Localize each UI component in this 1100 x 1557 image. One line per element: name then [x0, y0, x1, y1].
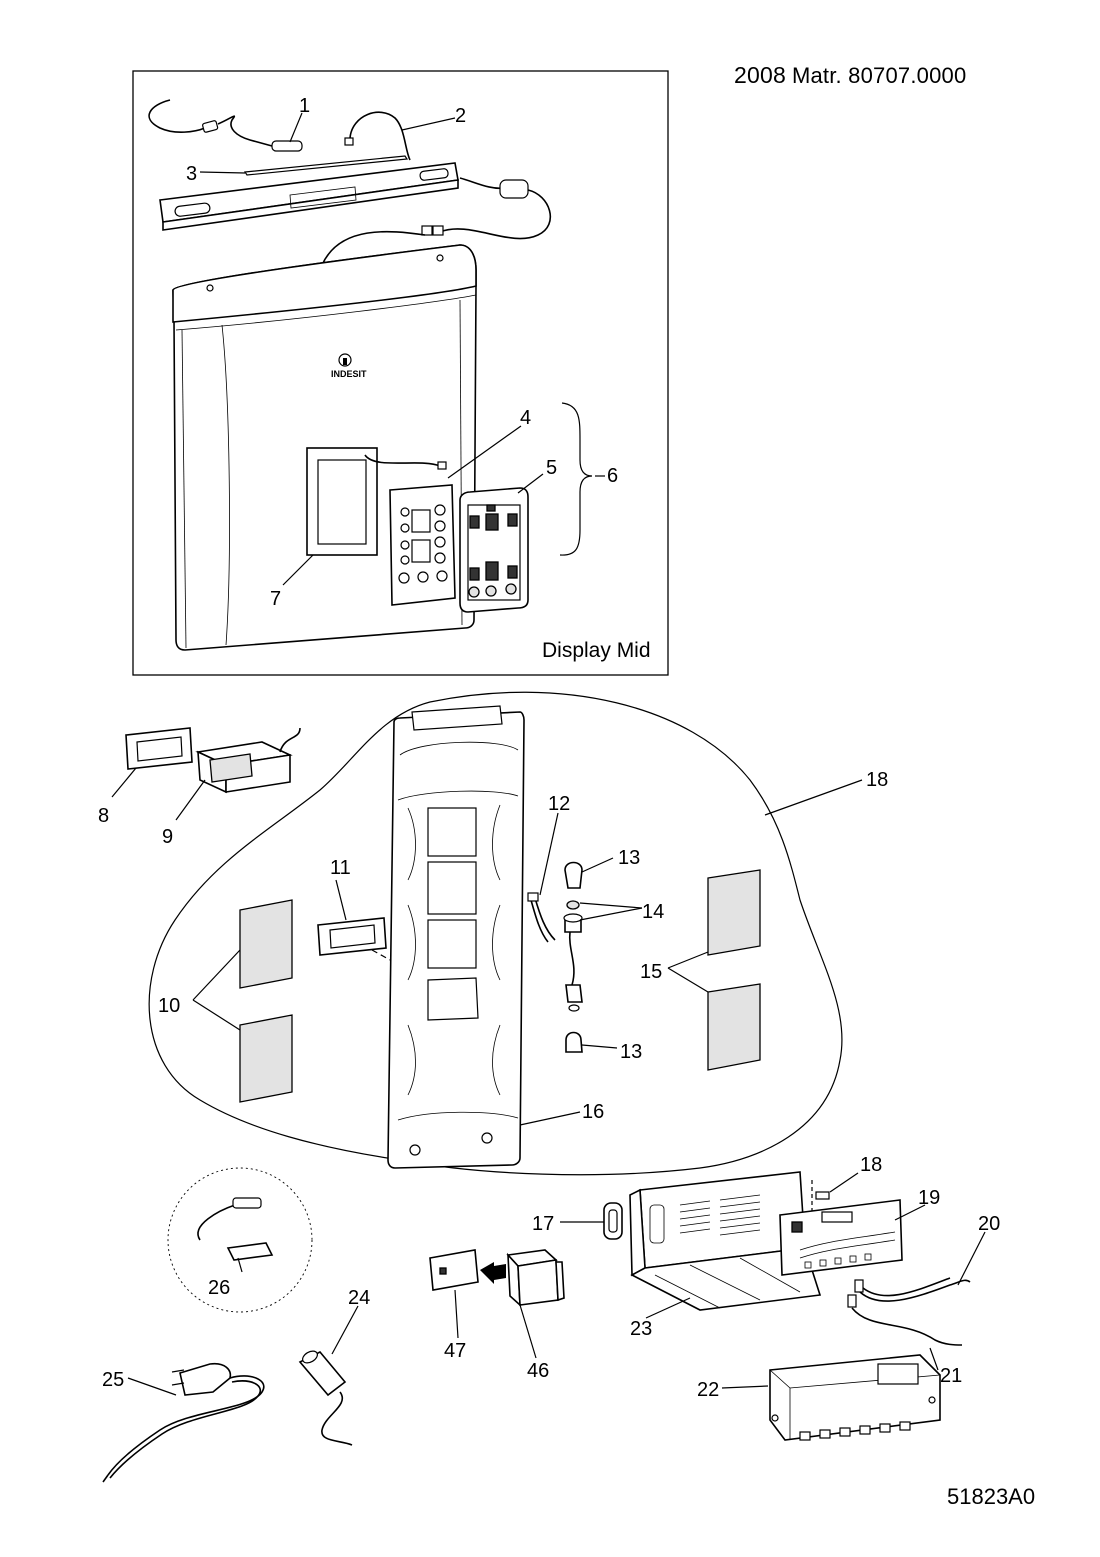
callout-2: 2 — [455, 105, 466, 127]
part-16-liner — [387, 705, 525, 1169]
part-3-top-bar — [159, 155, 459, 231]
part-7-display-frame — [306, 447, 378, 556]
brace-6 — [559, 402, 593, 556]
group-18-outline — [148, 691, 843, 1176]
callout-17: 17 — [532, 1213, 554, 1235]
callout-25: 25 — [102, 1369, 124, 1391]
brand-logo: INDESIT — [331, 369, 367, 379]
callout-46: 46 — [527, 1360, 549, 1382]
callout-12: 12 — [548, 793, 570, 815]
callout-22: 22 — [697, 1379, 719, 1401]
callout-lines-bottom — [127, 1172, 986, 1396]
callout-47: 47 — [444, 1340, 466, 1362]
callout-numbers: 1 2 3 4 5 6 7 8 9 10 11 12 13 14 15 13 1… — [98, 95, 1000, 1401]
part-19-board — [779, 1180, 903, 1276]
callout-13-bottom: 13 — [620, 1041, 642, 1063]
callout-7: 7 — [270, 588, 281, 610]
panel-caption: Display Mid — [542, 639, 651, 662]
callout-15: 15 — [640, 961, 662, 983]
callout-21: 21 — [940, 1365, 962, 1387]
panel-frame — [132, 70, 669, 676]
callout-4: 4 — [520, 407, 531, 429]
part-11-frame — [317, 917, 431, 983]
callout-18-label: 18 — [860, 1154, 882, 1176]
callout-13-top: 13 — [618, 847, 640, 869]
callout-16: 16 — [582, 1101, 604, 1123]
part-24-capacitor — [298, 1350, 353, 1446]
part-8-frame — [125, 727, 193, 770]
callout-24: 24 — [348, 1287, 370, 1309]
part-26-detail — [167, 1167, 313, 1313]
part-5-display-cover — [459, 487, 529, 613]
callout-18-group: 18 — [866, 769, 888, 791]
callout-20: 20 — [978, 1213, 1000, 1235]
callout-14: 14 — [642, 901, 664, 923]
callout-19: 19 — [918, 1187, 940, 1209]
header-matr: Matr. 80707.0000 — [791, 63, 967, 88]
part-23-housing — [629, 1171, 822, 1311]
callout-26: 26 — [208, 1277, 230, 1299]
callout-11: 11 — [330, 857, 351, 879]
display-mid-panel: Display Mid — [132, 70, 669, 676]
part-13-14-lamp-assembly — [563, 861, 583, 1053]
drawing-code: 51823A0 — [947, 1484, 1036, 1509]
callout-9: 9 — [162, 826, 173, 848]
part-17-clip — [603, 1202, 623, 1240]
part-20-21-wiring — [847, 1277, 971, 1346]
callout-1: 1 — [299, 95, 310, 117]
callout-8: 8 — [98, 805, 109, 827]
part-2-wiring — [321, 111, 551, 266]
callout-5: 5 — [546, 457, 557, 479]
callout-lines-middle — [111, 767, 863, 1126]
header-year: 2008 — [734, 62, 786, 88]
part-46-module — [506, 1249, 565, 1307]
part-12-wire — [527, 892, 556, 943]
callout-3: 3 — [186, 163, 197, 185]
part-4-display-board — [364, 454, 456, 606]
callout-lines-top — [199, 112, 605, 586]
callout-6: 6 — [607, 465, 618, 487]
part-25-power-cord — [102, 1362, 265, 1483]
part-9-display-module — [195, 727, 301, 794]
part-1-sensor — [148, 99, 303, 152]
part-15-panels — [707, 869, 761, 1071]
part-47-card — [429, 1249, 506, 1291]
callout-23: 23 — [630, 1318, 652, 1340]
part-10-panels — [239, 899, 293, 1103]
callout-10: 10 — [158, 995, 180, 1017]
part-22-control-box — [769, 1354, 941, 1441]
